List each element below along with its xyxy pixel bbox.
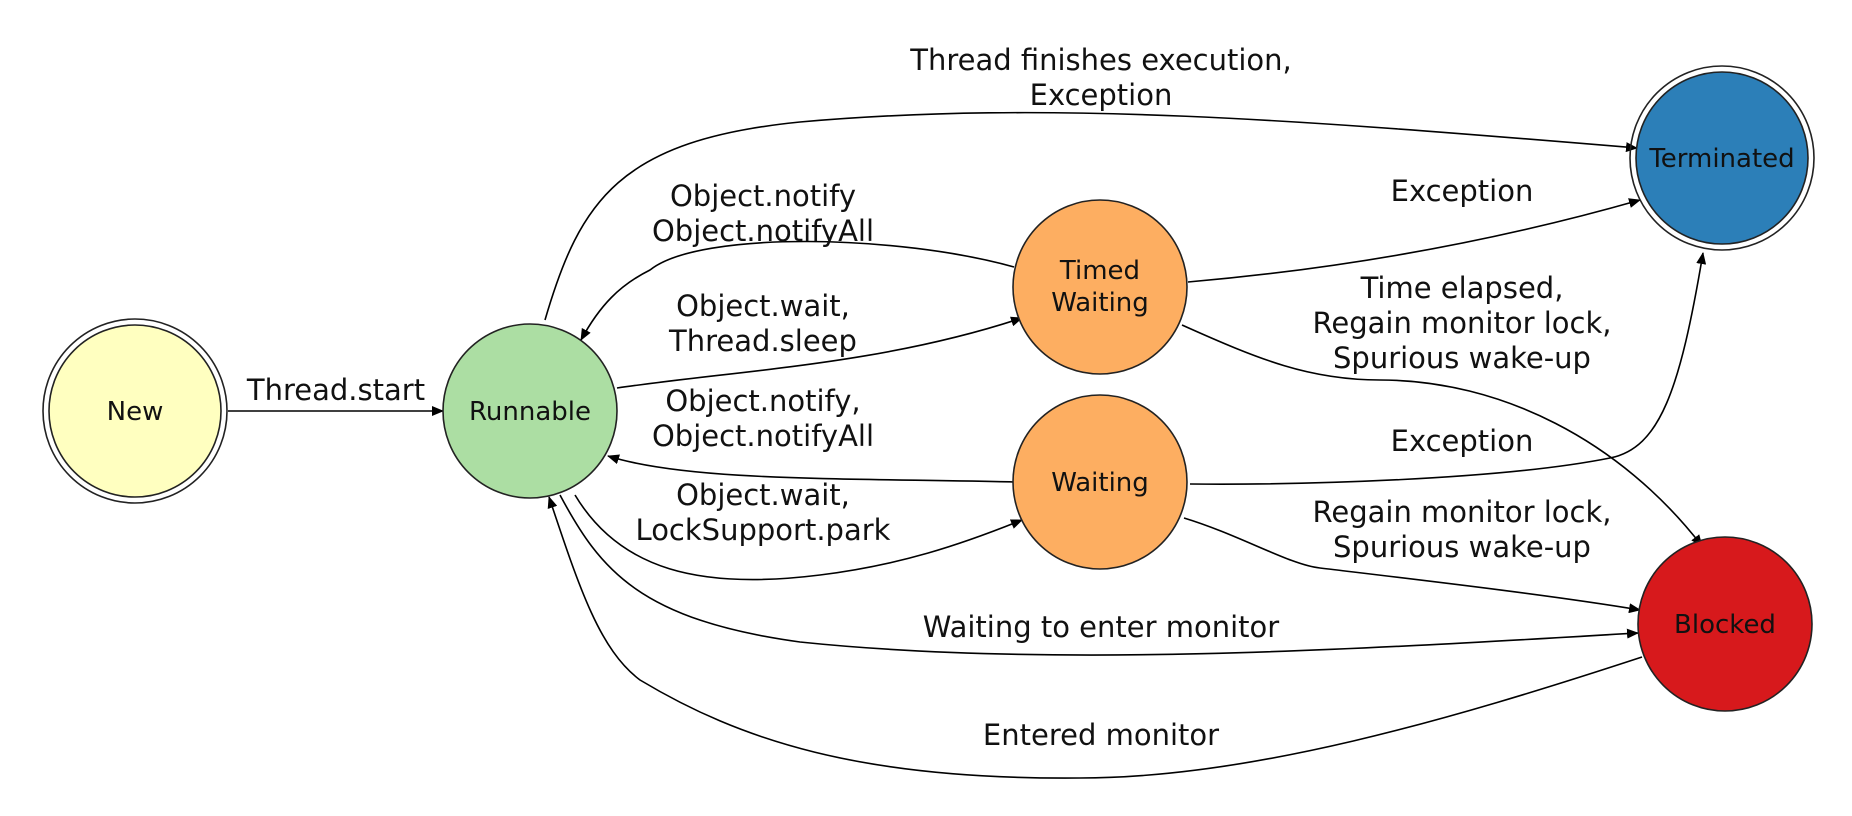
state-runnable[interactable]: Runnable bbox=[442, 323, 618, 499]
label-timed-runnable-line1: Object.notify bbox=[670, 179, 856, 213]
transitions bbox=[228, 111, 1707, 779]
state-new-circle bbox=[48, 324, 222, 498]
edge-waiting-terminated bbox=[1189, 252, 1707, 485]
state-blocked-label: Blocked bbox=[1674, 610, 1776, 640]
label-runnable-blocked: Waiting to enter monitor bbox=[923, 610, 1280, 644]
edge-waiting-blocked bbox=[1183, 517, 1641, 614]
label-waiting-runnable-line1: Object.notify, bbox=[665, 384, 860, 418]
state-waiting-label: Waiting bbox=[1051, 468, 1149, 498]
edge-timed-terminated bbox=[1187, 198, 1641, 283]
label-runnable-timed-line2: Thread.sleep bbox=[668, 324, 857, 358]
state-new[interactable]: New bbox=[42, 318, 228, 504]
label-new-runnable: Thread.start bbox=[246, 373, 425, 407]
state-runnable-circle bbox=[442, 323, 618, 499]
edge-waiting-runnable bbox=[607, 454, 1015, 483]
edge-blocked-runnable bbox=[547, 496, 1643, 779]
label-runnable-timed-line1: Object.wait, bbox=[676, 289, 850, 323]
state-blocked-circle bbox=[1637, 536, 1813, 712]
state-terminated-circle bbox=[1635, 71, 1809, 245]
edge-runnable-blocked bbox=[559, 494, 1639, 656]
state-waiting-circle bbox=[1012, 394, 1188, 570]
label-runnable-waiting-line2: LockSupport.park bbox=[636, 513, 891, 547]
edge-runnable-waiting bbox=[574, 494, 1023, 581]
edge-runnable-terminated bbox=[544, 111, 1638, 321]
edge-runnable-timed bbox=[616, 316, 1023, 389]
edge-timed-runnable bbox=[580, 240, 1015, 341]
label-waiting-blocked-line1: Regain monitor lock, bbox=[1313, 495, 1612, 529]
label-timed-runnable-line2: Object.notifyAll bbox=[652, 214, 874, 248]
label-timed-blocked-line1: Time elapsed, bbox=[1360, 271, 1564, 305]
label-timed-blocked-line3: Spurious wake-up bbox=[1333, 341, 1591, 375]
state-terminated-label: Terminated bbox=[1648, 144, 1794, 174]
label-blocked-runnable: Entered monitor bbox=[983, 718, 1219, 752]
label-timed-terminated: Exception bbox=[1391, 174, 1534, 208]
state-timed-waiting-label-line1: Timed bbox=[1059, 256, 1140, 286]
state-terminated[interactable]: Terminated bbox=[1629, 65, 1815, 251]
state-timed-waiting[interactable]: Timed Waiting bbox=[1012, 199, 1188, 375]
state-new-outer-ring bbox=[42, 318, 228, 504]
label-runnable-terminated-line1: Thread finishes execution, bbox=[909, 43, 1292, 77]
state-runnable-label: Runnable bbox=[469, 397, 591, 427]
label-waiting-runnable-line2: Object.notifyAll bbox=[652, 419, 874, 453]
transition-labels: Thread.start Thread finishes execution, … bbox=[246, 43, 1612, 752]
edge-timed-blocked bbox=[1181, 324, 1703, 547]
state-timed-waiting-circle bbox=[1012, 199, 1188, 375]
state-waiting[interactable]: Waiting bbox=[1012, 394, 1188, 570]
label-runnable-waiting-line1: Object.wait, bbox=[676, 478, 850, 512]
label-runnable-terminated-line2: Exception bbox=[1030, 78, 1173, 112]
state-terminated-outer-ring bbox=[1629, 65, 1815, 251]
state-new-label: New bbox=[107, 397, 164, 427]
state-blocked[interactable]: Blocked bbox=[1637, 536, 1813, 712]
label-timed-blocked-line2: Regain monitor lock, bbox=[1313, 306, 1612, 340]
state-timed-waiting-label-line2: Waiting bbox=[1051, 288, 1149, 318]
label-waiting-blocked-line2: Spurious wake-up bbox=[1333, 530, 1591, 564]
label-waiting-terminated: Exception bbox=[1391, 424, 1534, 458]
states: New Runnable Timed Waiting Waiting Termi… bbox=[42, 65, 1815, 712]
